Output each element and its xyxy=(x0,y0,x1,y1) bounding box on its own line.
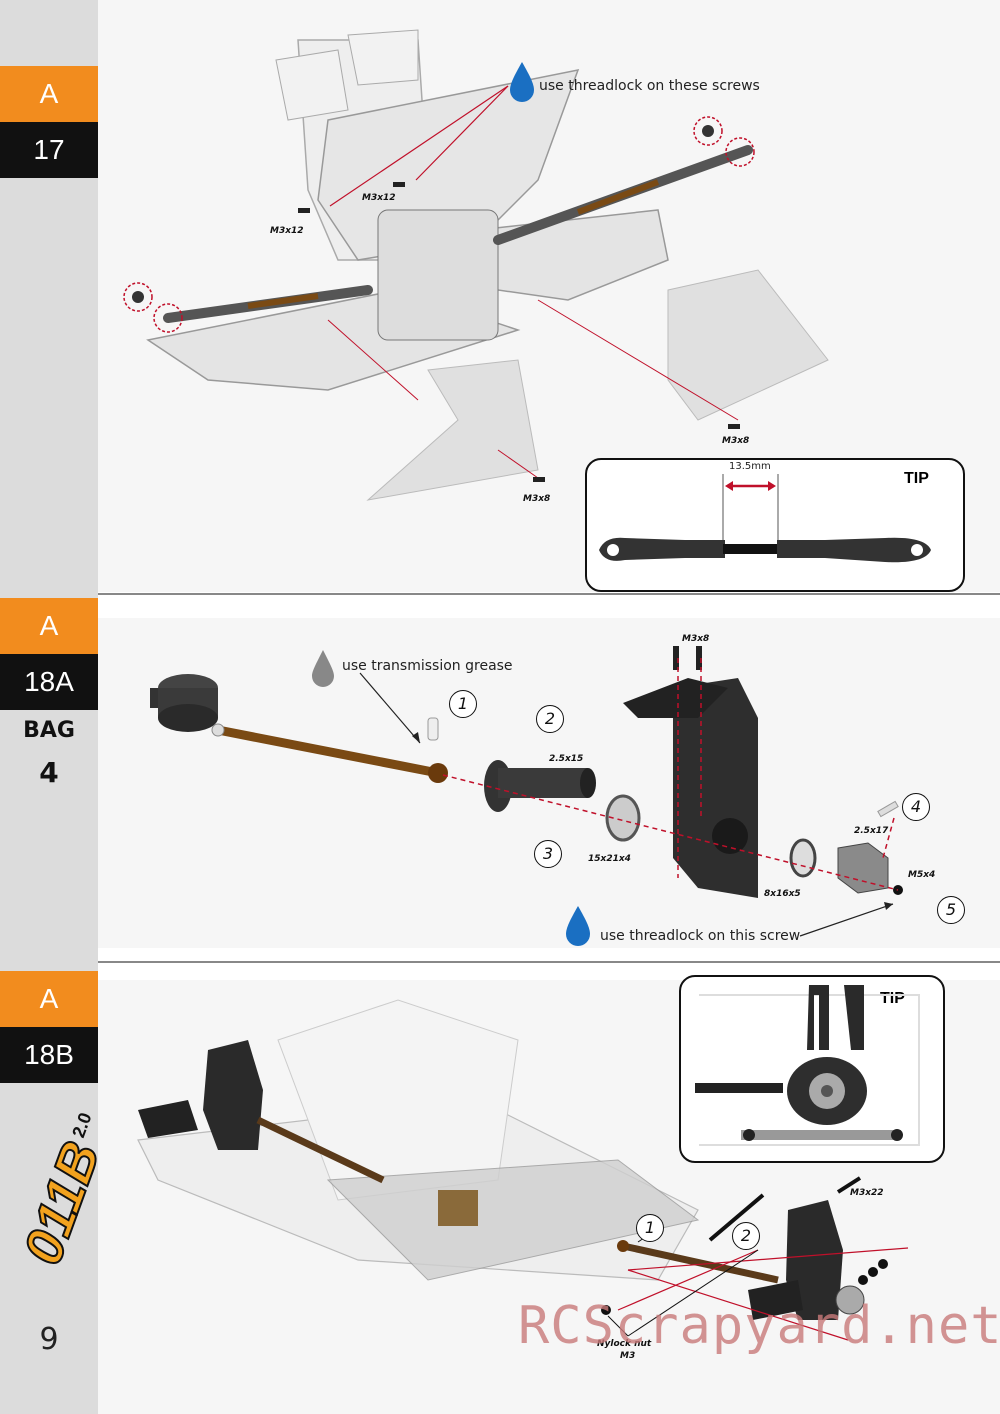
bag-label: BAG xyxy=(23,718,75,743)
tip-box-17 xyxy=(585,458,965,592)
pin-label-2.5x15: 2.5x15 xyxy=(549,754,584,764)
threadlock-note-17: use threadlock on these screws xyxy=(539,78,760,94)
screw-label-m3x12-b: M3x12 xyxy=(270,226,304,236)
callout-1-18b: 1 xyxy=(636,1214,664,1242)
callout-2-18a: 2 xyxy=(536,705,564,733)
step-18a-section: A xyxy=(0,598,98,654)
bearing-label-15x21x4: 15x21x4 xyxy=(588,854,631,864)
divider-2 xyxy=(98,961,1000,963)
brand-logo: 011B 2.0 xyxy=(11,1110,112,1273)
callout-4-18a: 4 xyxy=(902,793,930,821)
turnbuckle-measure-diagram xyxy=(599,474,931,563)
pin-label-2.5x17: 2.5x17 xyxy=(854,826,889,836)
tip-title-17: TIP xyxy=(904,470,929,487)
tip-measure: 13.5mm xyxy=(729,461,771,472)
step-17-section: A xyxy=(0,66,98,122)
nut-size-label: M3 xyxy=(620,1351,636,1361)
step-18a-diagram xyxy=(150,646,903,946)
step-18a-number: 18A xyxy=(0,654,98,710)
callout-5-18a: 5 xyxy=(937,896,965,924)
watermark: RCScrapyard.net xyxy=(518,1296,1000,1356)
screw-label-m3x22: M3x22 xyxy=(850,1188,884,1198)
step-18b-section: A xyxy=(0,971,98,1027)
page-number: 9 xyxy=(39,1322,59,1357)
step-18b-diagram xyxy=(137,999,909,1341)
grub-label-m5x4: M5x4 xyxy=(908,870,936,880)
screw-label-m3x8-a: M3x8 xyxy=(722,436,750,446)
tip-18b-hub-diagram xyxy=(695,985,920,1146)
screw-label-m3x8-18a: M3x8 xyxy=(682,634,710,644)
callout-1-18a: 1 xyxy=(449,690,477,718)
callout-2-18b: 2 xyxy=(732,1222,760,1250)
step-17-number: 17 xyxy=(0,122,98,178)
bag-number: 4 xyxy=(39,756,59,789)
grease-note: use transmission grease xyxy=(342,658,513,674)
screw-label-m3x12-a: M3x12 xyxy=(362,193,396,203)
bearing-label-8x16x5: 8x16x5 xyxy=(764,889,801,899)
threadlock-note-18a: use threadlock on this screw xyxy=(600,928,801,944)
callout-3-18a: 3 xyxy=(534,840,562,868)
step-18b-number: 18B xyxy=(0,1027,98,1083)
screw-label-m3x8-b: M3x8 xyxy=(523,494,551,504)
nut-label: Nylock nut xyxy=(597,1339,652,1349)
step-17-diagram xyxy=(123,29,829,501)
divider-1 xyxy=(98,593,1000,595)
